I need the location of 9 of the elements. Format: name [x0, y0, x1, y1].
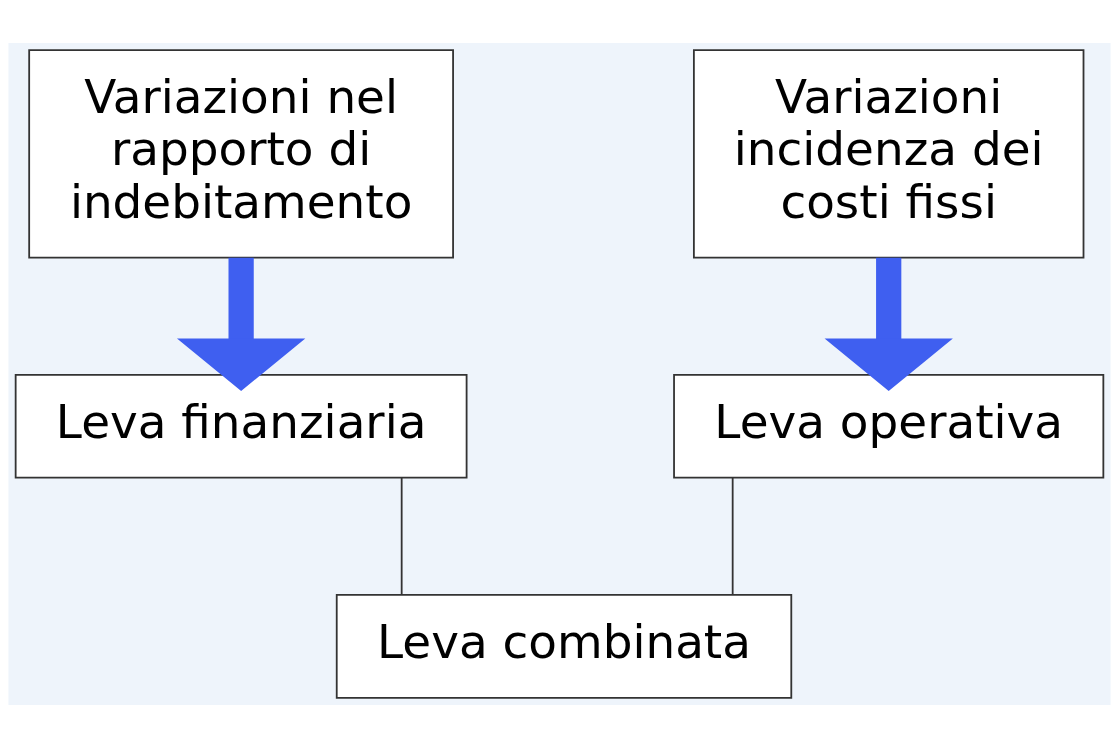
node-box: Leva operativa: [673, 374, 1105, 479]
connector: [400, 477, 403, 596]
node-box: Leva combinata: [335, 594, 793, 699]
node-box: Leva finanziaria: [14, 374, 468, 479]
connector: [731, 477, 734, 596]
node-box: Variazioni incidenza dei costi fissi: [693, 49, 1085, 259]
arrow: [824, 257, 953, 391]
arrow: [177, 257, 306, 391]
node-box: Variazioni nel rapporto di indebitamento: [28, 49, 454, 259]
